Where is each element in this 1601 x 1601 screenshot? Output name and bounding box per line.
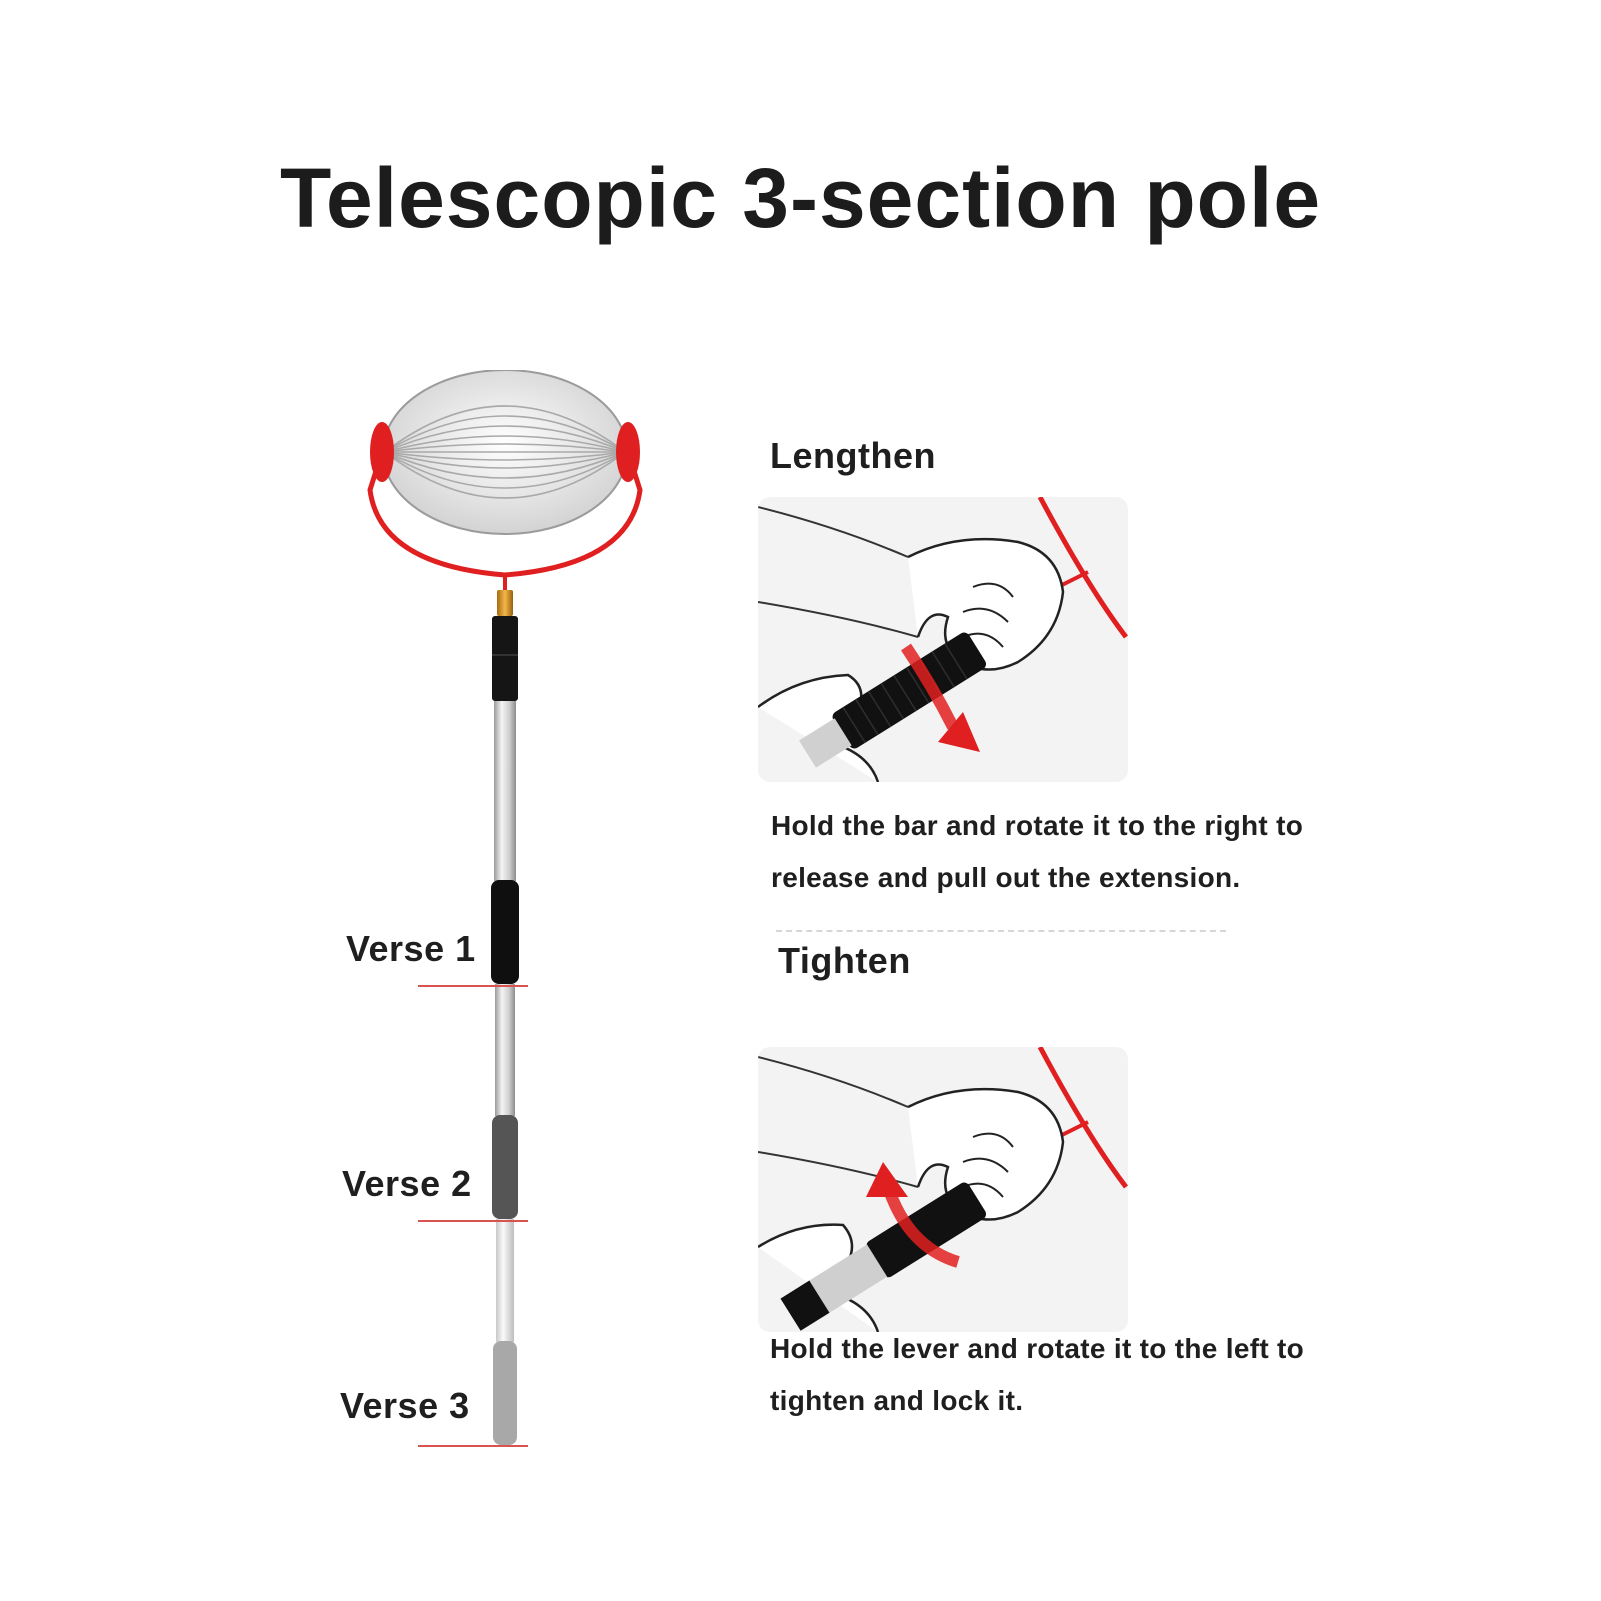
grip-section-3 <box>493 1341 517 1445</box>
section-label-2: Verse 2 <box>342 1163 472 1204</box>
tighten-illustration <box>758 1047 1128 1332</box>
tighten-heading: Tighten <box>778 940 911 981</box>
section-marker-line-3 <box>418 1445 528 1447</box>
section-marker-line-2 <box>418 1220 528 1222</box>
lengthen-caption-line-1: Hold the bar and rotate it to the right … <box>771 810 1304 841</box>
tighten-caption-line-1: Hold the lever and rotate it to the left… <box>770 1333 1305 1364</box>
pole-section-1 <box>494 701 516 881</box>
ball-roller-picker-image <box>367 369 643 1445</box>
top-joint <box>492 616 518 701</box>
section-label-3: Verse 3 <box>340 1385 470 1426</box>
tighten-caption-line-2: tighten and lock it. <box>770 1385 1024 1416</box>
product-illustration <box>360 369 660 1500</box>
section-marker-line-1 <box>418 985 528 987</box>
rotate-left-arrow-icon <box>866 1162 908 1197</box>
lengthen-caption: Hold the bar and rotate it to the right … <box>771 800 1303 904</box>
rotate-right-arrow-icon <box>938 712 980 752</box>
page-title: Telescopic 3-section pole <box>279 151 1322 245</box>
grip-section-1 <box>491 880 519 984</box>
lengthen-heading: Lengthen <box>770 435 936 476</box>
section-divider <box>776 930 1226 932</box>
wire-cage <box>382 369 628 535</box>
hand-rotate-right-image <box>758 497 1128 782</box>
tighten-caption: Hold the lever and rotate it to the left… <box>770 1323 1304 1427</box>
grip-section-2 <box>492 1115 518 1219</box>
lengthen-illustration <box>758 497 1128 782</box>
pole-section-2 <box>495 984 515 1116</box>
hand-rotate-left-image <box>758 1047 1128 1332</box>
section-label-1: Verse 1 <box>346 928 476 969</box>
brass-connector <box>497 590 513 616</box>
lengthen-caption-line-2: release and pull out the extension. <box>771 862 1241 893</box>
pole-section-3 <box>496 1219 514 1342</box>
